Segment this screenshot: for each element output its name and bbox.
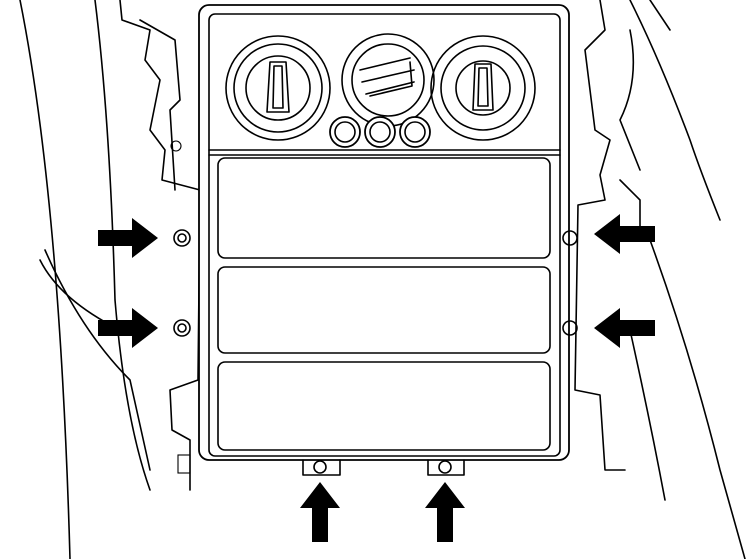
storage-slot-2: [217, 266, 551, 354]
screw-left-upper: [173, 229, 191, 247]
arrow-up-icon: [425, 482, 465, 542]
storage-slot-1: [217, 157, 551, 259]
arrow-left-icon: [594, 308, 655, 348]
storage-slot-3: [217, 361, 551, 451]
screw-right-upper: [562, 230, 578, 246]
switch-buttons: [329, 116, 431, 148]
arrow-left-icon: [594, 214, 655, 254]
screw-bottom-left: [313, 460, 327, 474]
screws: [173, 229, 578, 476]
screw-bottom-right: [438, 460, 452, 474]
screw-right-lower: [562, 320, 578, 336]
left-control-knob[interactable]: [225, 35, 331, 141]
arrow-right-icon: [98, 308, 158, 348]
right-control-knob[interactable]: [430, 35, 536, 141]
console-panel: [198, 4, 570, 461]
screw-left-lower: [173, 319, 191, 337]
arrow-up-icon: [300, 482, 340, 542]
arrow-right-icon: [98, 218, 158, 258]
